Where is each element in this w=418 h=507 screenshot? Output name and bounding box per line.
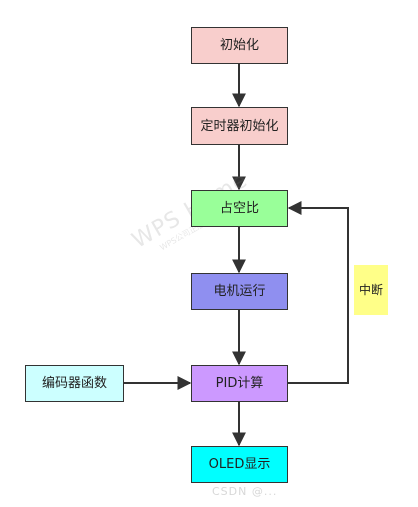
node-pid-calc[interactable]: PID计算 (191, 365, 288, 402)
footer-watermark: CSDN @... (212, 485, 278, 498)
node-init-label: 初始化 (219, 38, 259, 53)
node-encoder-function[interactable]: 编码器函数 (25, 365, 124, 402)
node-init[interactable]: 初始化 (191, 27, 288, 64)
node-encoder-function-label: 编码器函数 (41, 376, 107, 391)
note-interrupt[interactable]: 中断 (354, 265, 388, 315)
note-interrupt-label: 中断 (358, 283, 383, 297)
edge-pid-interrupt-to-duty (287, 201, 349, 384)
node-motor-run[interactable]: 电机运行 (191, 273, 288, 310)
node-motor-run-label: 电机运行 (213, 284, 266, 299)
node-oled-display-label: OLED显示 (208, 457, 271, 472)
node-oled-display[interactable]: OLED显示 (191, 446, 288, 483)
node-duty-cycle[interactable]: 占空比 (191, 190, 288, 227)
node-duty-cycle-label: 占空比 (219, 201, 259, 216)
node-pid-calc-label: PID计算 (215, 376, 264, 391)
node-timer-init[interactable]: 定时器初始化 (191, 107, 288, 145)
node-timer-init-label: 定时器初始化 (200, 118, 279, 134)
